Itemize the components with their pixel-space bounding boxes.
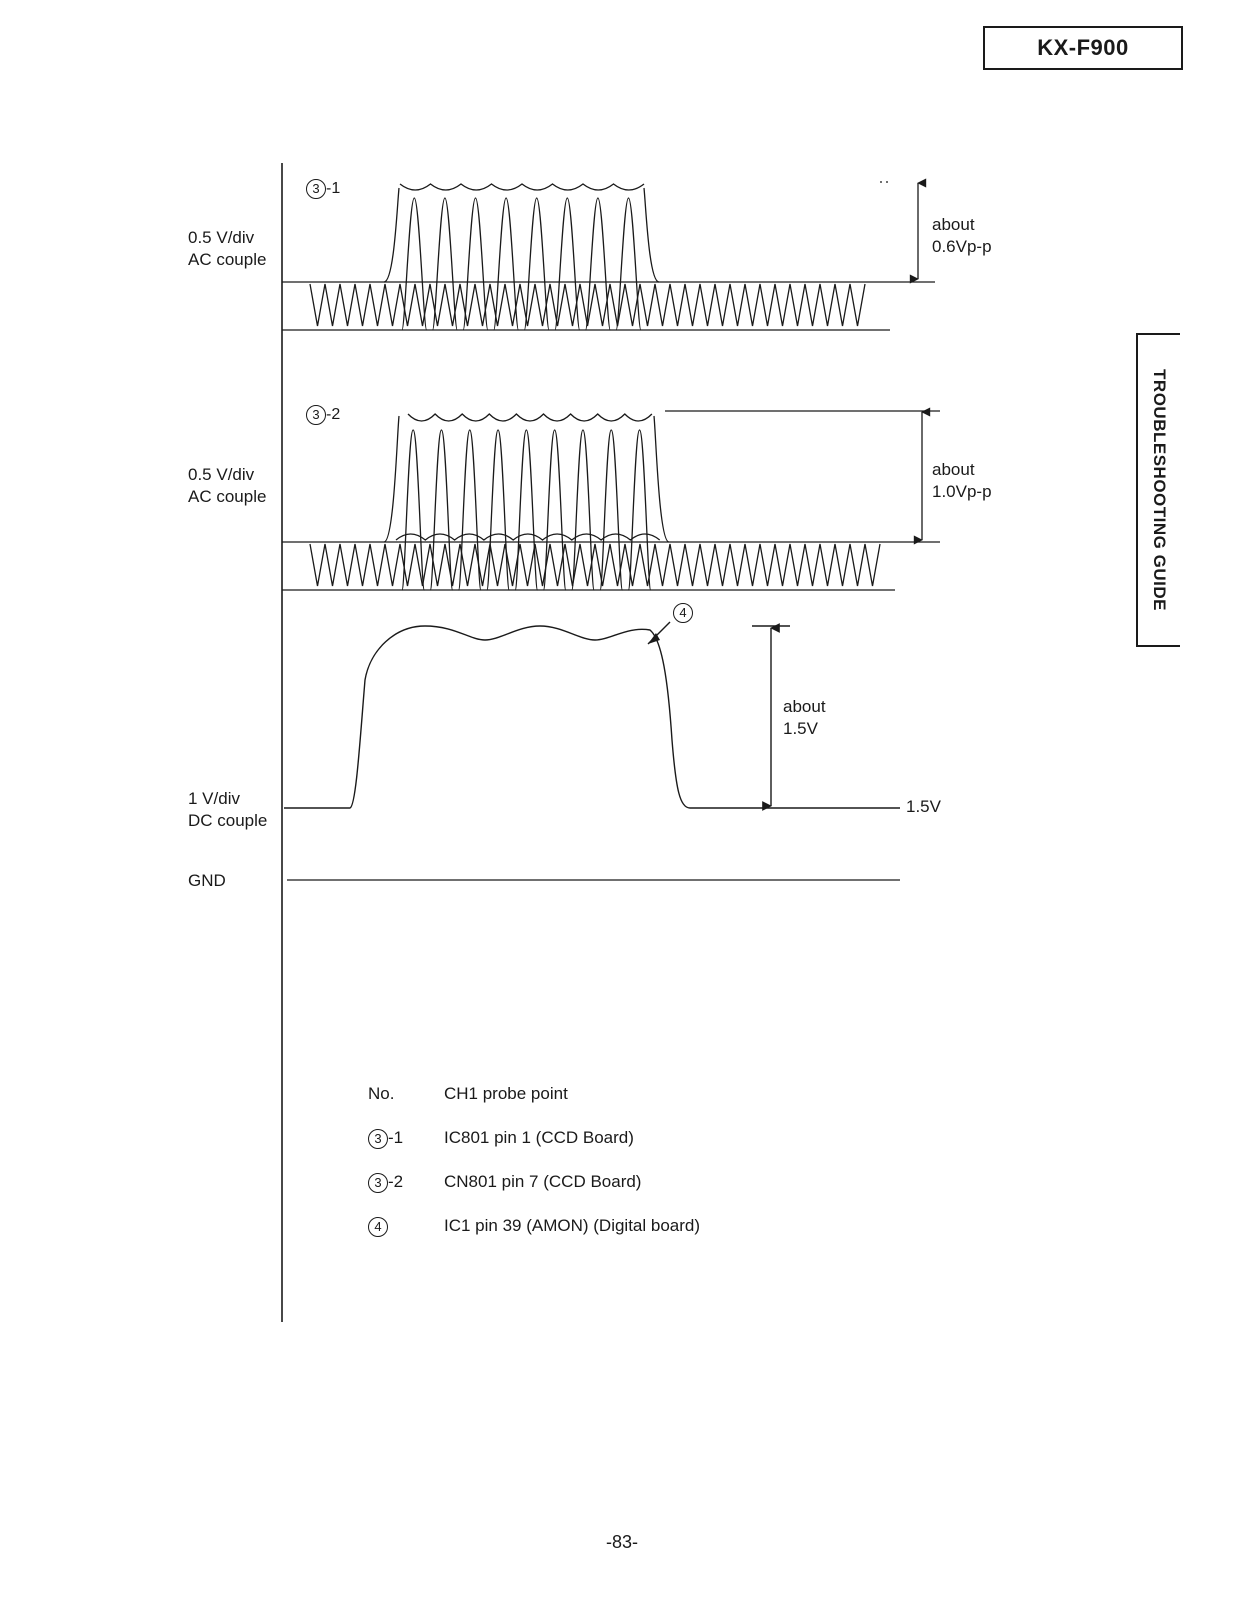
row-suffix: -1 [388,1128,404,1147]
row-point: IC801 pin 1 (CCD Board) [444,1128,634,1147]
circled-number: 4 [673,603,693,623]
page-number: -83- [605,1532,638,1552]
level-label-4: 1.5V [906,797,941,816]
probe-table: No. CH1 probe point 3-1 IC801 pin 1 (CCD… [368,1084,700,1260]
tag-4: 4 [673,602,693,623]
burst-envelope-3-2 [383,413,670,543]
amplitude-label-4: about 1.5V [783,696,826,740]
scale-label-4: 1 V/div DC couple [188,788,267,832]
mid-ripple-3-2 [395,533,661,541]
scale: 0.5 V/div [188,465,255,484]
pulse-4 [284,625,900,809]
row-no: 4 [368,1216,444,1260]
amplitude-line2: 1.5V [783,719,818,738]
scale-label-3-2: 0.5 V/div AC couple [188,464,266,508]
tag-suffix: -2 [326,406,341,423]
waveform-4 [284,621,900,811]
coupling: DC couple [188,811,268,830]
section-tab: TROUBLESHOOTING GUIDE [1136,333,1180,647]
table-row: 4 IC1 pin 39 (AMON) (Digital board) [368,1216,700,1260]
gnd-label: GND [188,871,226,890]
amplitude-line1: about [783,697,826,716]
table-row: 3-2 CN801 pin 7 (CCD Board) [368,1172,700,1216]
scale-label-3-1: 0.5 V/div AC couple [188,227,266,271]
coupling: AC couple [188,487,267,506]
row-point: IC1 pin 39 (AMON) (Digital board) [444,1216,701,1235]
model-number: KX-F900 [1037,35,1129,60]
amplitude-label-3-2: about 1.0Vp-p [932,459,992,503]
scale: 0.5 V/div [188,228,255,247]
circled-number: 3 [306,405,326,425]
waveform-3-2 [282,407,940,591]
table-row: 3-1 IC801 pin 1 (CCD Board) [368,1128,700,1172]
amplitude-line1: about [932,460,975,479]
scale: 1 V/div [188,789,240,808]
burst-pulses-3-2 [401,429,652,591]
circled-number: 3 [306,179,326,199]
circled-number: 4 [368,1217,388,1237]
sawtooth-3-2 [309,543,881,587]
burst-pulses-3-1 [401,197,642,331]
row-point: CN801 pin 7 (CCD Board) [444,1172,642,1191]
header-no: No. [368,1084,395,1103]
sawtooth-3-1 [309,283,866,327]
tag-suffix: -1 [326,180,341,197]
model-number-box: KX-F900 [983,26,1183,70]
amplitude-line2: 0.6Vp-p [932,237,992,256]
header-point: CH1 probe point [444,1084,568,1103]
tag-3-1: 3-1 [306,178,340,199]
probe-table-header: No. CH1 probe point [368,1084,700,1128]
circled-number: 3 [368,1173,388,1193]
circled-number: 3 [368,1129,388,1149]
pointer-arrowhead-4 [648,633,660,644]
waveform-3-1 [282,178,935,331]
row-no: 3-2 [368,1172,444,1216]
amplitude-line1: about [932,215,975,234]
amplitude-label-3-1: about 0.6Vp-p [932,214,992,258]
row-suffix: -2 [388,1172,404,1191]
tag-3-2: 3-2 [306,404,340,425]
amplitude-line2: 1.0Vp-p [932,482,992,501]
row-no: 3-1 [368,1128,444,1172]
burst-envelope-3-1 [383,183,660,283]
coupling: AC couple [188,250,267,269]
